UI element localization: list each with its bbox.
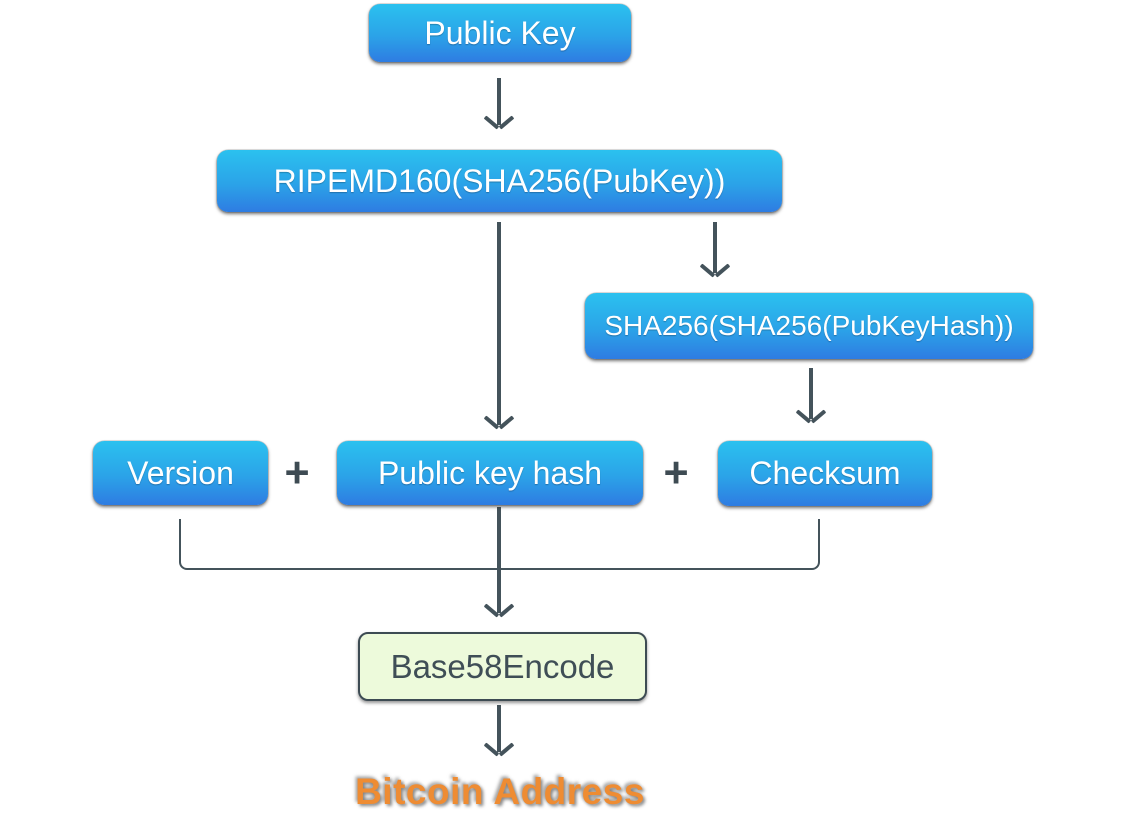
node-base58-encode-label: Base58Encode	[390, 647, 615, 685]
node-public-key-label: Public Key	[424, 14, 576, 51]
node-checksum-label: Checksum	[749, 455, 901, 491]
arrow-head-icon	[486, 115, 512, 130]
arrow-stem	[497, 78, 501, 125]
node-public-key-hash-label: Public key hash	[377, 454, 603, 491]
arrow-base58-to-bitcoin-address	[486, 705, 512, 757]
arrow-head-icon	[798, 409, 824, 424]
node-sha256-sha256-label: SHA256(SHA256(PubKeyHash))	[604, 310, 1014, 341]
arrow-public-key-to-ripemd	[486, 78, 512, 130]
plus-operator-2: +	[663, 448, 689, 497]
arrow-sha256-to-checksum	[798, 368, 824, 424]
node-base58-encode: Base58Encode	[358, 632, 647, 701]
node-public-key-hash: Public key hash	[337, 441, 643, 505]
arrow-ripemd-to-sha256	[702, 222, 728, 278]
arrow-stem	[713, 222, 717, 273]
node-public-key: Public Key	[369, 4, 631, 62]
arrow-stem	[497, 507, 501, 613]
arrow-ripemd-to-public-key-hash	[486, 222, 512, 430]
arrow-stem	[809, 368, 813, 419]
bitcoin-address-text: Bitcoin Address	[355, 771, 645, 812]
arrow-head-icon	[486, 603, 512, 618]
node-version-label: Version	[127, 454, 234, 491]
arrow-head-icon	[486, 742, 512, 757]
node-ripemd160: RIPEMD160(SHA256(PubKey))	[217, 150, 782, 212]
arrow-head-icon	[486, 415, 512, 430]
arrow-head-icon	[702, 263, 728, 278]
arrow-concat-to-base58	[486, 507, 512, 618]
plus-operator-1: +	[284, 448, 310, 497]
node-sha256-sha256: SHA256(SHA256(PubKeyHash))	[585, 293, 1033, 359]
node-checksum: Checksum	[718, 441, 932, 506]
arrow-stem	[497, 222, 501, 425]
node-version: Version	[93, 441, 268, 505]
arrow-stem	[497, 705, 501, 752]
node-ripemd160-label: RIPEMD160(SHA256(PubKey))	[273, 162, 726, 199]
